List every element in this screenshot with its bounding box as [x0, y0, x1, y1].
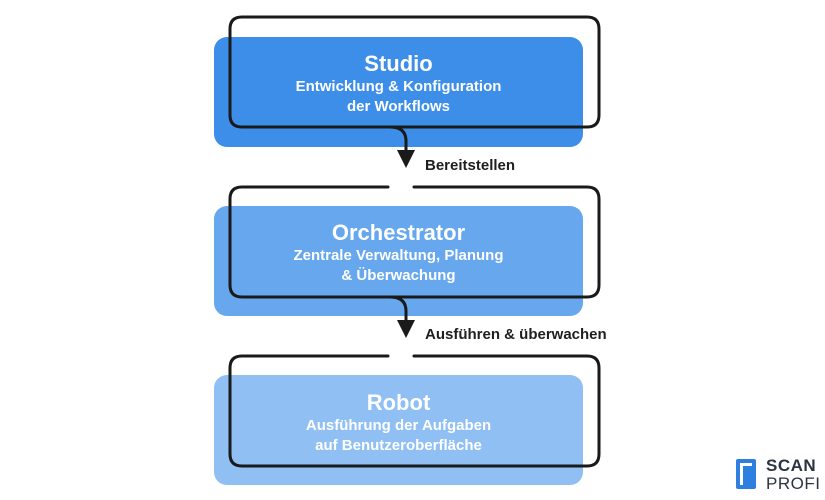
stage-description-line: auf Benutzeroberfläche [315, 437, 482, 454]
brand-logo: SCAN PROFI [735, 456, 825, 493]
loop-outline-robot [228, 354, 601, 468]
stage-description-line: Zentrale Verwaltung, Planung [293, 247, 504, 264]
logo-text-scan: SCAN [766, 456, 817, 475]
connector-label-execute: Ausführen & überwachen [425, 326, 607, 343]
stage-description: Ausführung der Aufgaben auf Benutzerober… [214, 416, 583, 456]
loop-outline-orchestrator [228, 185, 601, 330]
arrow-head-2 [397, 320, 415, 338]
stage-title: Orchestrator [331, 220, 466, 245]
stage-description-line: Ausführung der Aufgaben [305, 417, 492, 434]
stage-description: Zentrale Verwaltung, Planung & Überwachu… [214, 246, 583, 286]
loop-outline-studio [228, 15, 601, 160]
logo-icon [736, 459, 756, 489]
stage-description-line: der Workflows [346, 98, 451, 115]
stage-description-line: Entwicklung & Konfiguration [295, 78, 502, 95]
stage-description: Entwicklung & Konfiguration der Workflow… [214, 77, 583, 117]
arrow-head-1 [397, 150, 415, 168]
stage-title: Robot [366, 390, 431, 415]
connector-label-deploy: Bereitstellen [425, 157, 516, 174]
stage-title: Studio [364, 51, 433, 76]
logo-text-profi: PROFI [766, 474, 821, 493]
stage-description-line: & Überwachung [341, 267, 456, 284]
